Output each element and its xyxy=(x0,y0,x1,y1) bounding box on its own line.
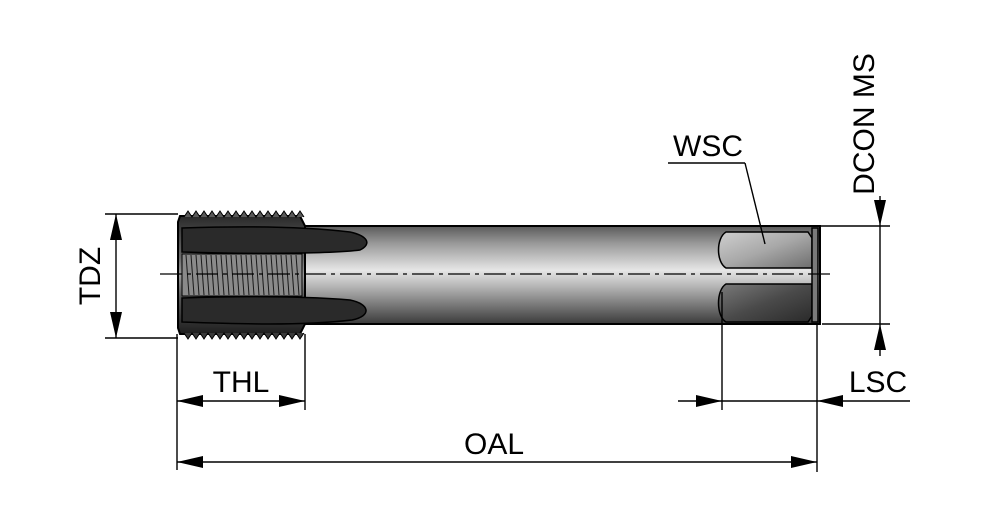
thread-line xyxy=(280,254,285,296)
thread-line xyxy=(270,254,275,296)
thread-line xyxy=(225,254,230,296)
thread-line xyxy=(215,254,220,296)
flute-upper xyxy=(181,226,368,255)
thread-teeth-top xyxy=(183,210,305,218)
oal-dimension: OAL xyxy=(177,324,818,472)
tap-body xyxy=(160,210,830,340)
thread-line xyxy=(210,254,215,296)
tdz-dimension: TDZ xyxy=(74,213,178,339)
thread-tooth-row-top xyxy=(183,210,305,218)
thread-line xyxy=(185,254,190,296)
dcon-ms-label: DCON MS xyxy=(848,53,881,195)
thread-line xyxy=(295,254,300,296)
oal-label: OAL xyxy=(464,428,524,461)
thread-lines xyxy=(185,254,300,296)
thread-line xyxy=(240,254,245,296)
thread-line xyxy=(285,254,290,296)
thl-label: THL xyxy=(213,366,270,399)
thread-line xyxy=(200,254,205,296)
thread-line xyxy=(195,254,200,296)
thread-line xyxy=(190,254,195,296)
thread-line xyxy=(245,254,250,296)
thread-line xyxy=(230,254,235,296)
wsc-label: WSC xyxy=(673,130,743,163)
dcon-ms-dimension: DCON MS xyxy=(812,53,890,356)
lsc-dimension: LSC xyxy=(678,292,910,410)
square-upper xyxy=(717,231,813,269)
thl-dimension: THL xyxy=(176,334,306,470)
thread-line xyxy=(260,254,265,296)
thread-tooth-row-bottom xyxy=(183,332,305,340)
thread-line xyxy=(250,254,255,296)
thread-teeth-bottom xyxy=(183,332,305,340)
flute-lower xyxy=(181,295,367,325)
wsc-leader: WSC xyxy=(668,130,766,245)
square-lower xyxy=(717,283,813,323)
thread-line xyxy=(265,254,270,296)
thread-line xyxy=(235,254,240,296)
lsc-label: LSC xyxy=(849,366,907,399)
thread-line xyxy=(205,254,210,296)
shank-end xyxy=(811,227,819,323)
tdz-label: TDZ xyxy=(74,247,107,305)
thread-line xyxy=(275,254,280,296)
thread-line xyxy=(290,254,295,296)
thread-line xyxy=(255,254,260,296)
thread-line xyxy=(220,254,225,296)
